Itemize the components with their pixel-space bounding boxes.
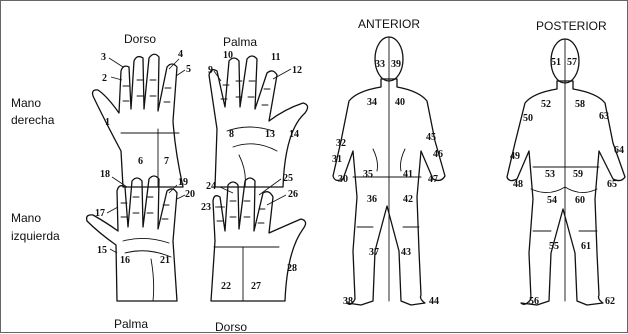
region-48: 48	[513, 179, 523, 190]
region-54: 54	[547, 195, 557, 206]
region-15: 15	[97, 245, 107, 256]
region-23: 23	[201, 202, 211, 213]
label-bottom-dorso: Dorso	[215, 320, 247, 334]
region-31: 31	[332, 154, 342, 165]
label-posterior: POSTERIOR	[536, 19, 607, 33]
region-62: 62	[605, 296, 615, 307]
label-mano-izquierda-2: izquierda	[11, 229, 60, 243]
region-47: 47	[428, 174, 438, 185]
region-10: 10	[223, 50, 233, 61]
left-hand-palma	[87, 176, 185, 301]
label-bottom-palma: Palma	[114, 317, 148, 331]
region-17: 17	[95, 208, 105, 219]
region-6: 6	[138, 156, 143, 167]
region-8: 8	[229, 129, 234, 140]
region-1: 1	[105, 117, 110, 128]
region-58: 58	[575, 99, 585, 110]
region-37: 37	[369, 247, 379, 258]
region-59: 59	[573, 169, 583, 180]
region-46: 46	[433, 149, 443, 160]
region-44: 44	[429, 296, 439, 307]
region-32: 32	[336, 138, 346, 149]
region-19: 19	[178, 177, 188, 188]
region-14: 14	[289, 129, 299, 140]
region-52: 52	[541, 99, 551, 110]
region-60: 60	[575, 195, 585, 206]
region-4: 4	[178, 49, 183, 60]
region-41: 41	[403, 169, 413, 180]
region-45: 45	[426, 132, 436, 143]
region-38: 38	[343, 296, 353, 307]
region-42: 42	[403, 194, 413, 205]
label-mano-derecha-1: Mano	[11, 96, 41, 110]
region-43: 43	[401, 247, 411, 258]
region-30: 30	[338, 174, 348, 185]
region-18: 18	[100, 169, 110, 180]
region-9: 9	[208, 65, 213, 76]
region-39: 39	[391, 59, 401, 70]
label-top-palma: Palma	[223, 35, 257, 49]
region-26: 26	[288, 189, 298, 200]
region-36: 36	[367, 194, 377, 205]
region-12: 12	[292, 65, 302, 76]
region-51: 51	[551, 57, 561, 68]
posterior-body	[507, 39, 625, 305]
region-11: 11	[271, 52, 280, 63]
region-21: 21	[160, 255, 170, 266]
region-28: 28	[287, 263, 297, 274]
region-64: 64	[614, 145, 624, 156]
region-40: 40	[395, 97, 405, 108]
region-25: 25	[283, 173, 293, 184]
region-3: 3	[101, 52, 106, 63]
label-top-dorso: Dorso	[124, 32, 156, 46]
label-anterior: ANTERIOR	[358, 17, 420, 31]
region-24: 24	[206, 181, 216, 192]
region-65: 65	[607, 179, 617, 190]
region-13: 13	[265, 129, 275, 140]
region-53: 53	[545, 169, 555, 180]
label-mano-derecha-2: derecha	[11, 113, 55, 127]
region-49: 49	[510, 151, 520, 162]
region-55: 55	[549, 241, 559, 252]
region-5: 5	[186, 64, 191, 75]
region-63: 63	[599, 111, 609, 122]
anterior-body	[333, 37, 445, 305]
region-22: 22	[221, 281, 231, 292]
region-2: 2	[102, 73, 107, 84]
region-35: 35	[363, 169, 373, 180]
label-mano-izquierda-1: Mano	[11, 211, 41, 225]
region-16: 16	[120, 255, 130, 266]
region-50: 50	[523, 113, 533, 124]
region-27: 27	[251, 281, 261, 292]
region-33: 33	[375, 59, 385, 70]
region-61: 61	[581, 241, 591, 252]
region-56: 56	[529, 296, 539, 307]
region-7: 7	[164, 156, 169, 167]
region-34: 34	[367, 97, 377, 108]
region-57: 57	[567, 57, 577, 68]
region-20: 20	[185, 189, 195, 200]
